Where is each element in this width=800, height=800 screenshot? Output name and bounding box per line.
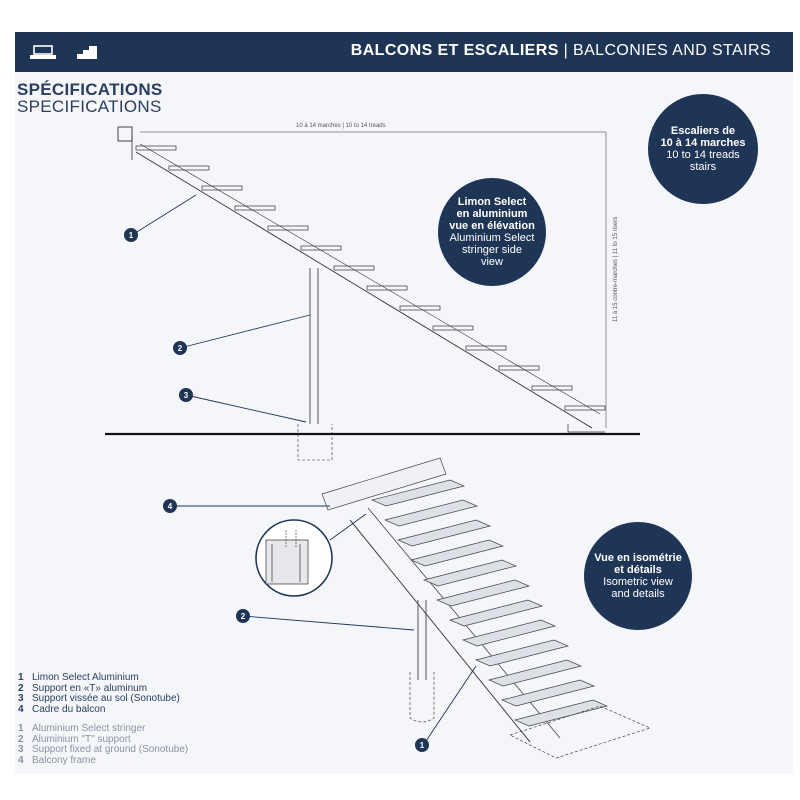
header-title: BALCONS ET ESCALIERS | BALCONIES AND STA…: [351, 42, 771, 60]
callout-3-elevation: 3: [179, 388, 193, 402]
callout-1-iso: 1: [415, 738, 429, 752]
elevation-tread: [465, 345, 507, 351]
stringer-bubble-en-1: Aluminium Select: [449, 232, 535, 244]
iso-bubble-en-1: Isometric view: [603, 576, 673, 588]
elevation-tread: [300, 245, 342, 251]
header-bar: BALCONS ET ESCALIERS | BALCONIES AND STA…: [15, 32, 793, 72]
elevation-tread: [531, 385, 573, 391]
isometric-view: [321, 457, 651, 759]
elevation-tread: [135, 145, 177, 151]
elevation-tread: [399, 305, 441, 311]
iso-bubble-fr-1: Vue en isométrie: [594, 552, 682, 564]
elevation-view: [105, 126, 640, 461]
isometric-tread: [435, 579, 531, 607]
elevation-tread: [168, 165, 210, 171]
svg-text:4: 4: [168, 502, 173, 511]
stringer-info-bubble: Limon Select en aluminium vue en élévati…: [438, 178, 546, 286]
stringer-bubble-fr-1: Limon Select: [457, 196, 527, 208]
elevation-tread: [366, 285, 408, 291]
elevation-tread: [498, 365, 540, 371]
elevation-tread: [564, 405, 606, 411]
stringer-bubble-fr-3: vue en élévation: [449, 220, 535, 232]
isometric-tread: [474, 639, 570, 667]
svg-text:3: 3: [184, 391, 189, 400]
stairs-bubble-fr-2: 10 à 14 marches: [660, 137, 746, 149]
elevation-tread: [201, 185, 243, 191]
stringer-bubble-en-3: view: [480, 256, 503, 268]
section-title-fr: SPÉCIFICATIONS: [17, 80, 163, 99]
stairs-bubble-fr-1: Escaliers de: [670, 125, 736, 137]
detail-inset: [255, 513, 367, 597]
stairs-bubble-en-2: stairs: [689, 161, 717, 173]
iso-bubble-fr-2: et détails: [614, 564, 662, 576]
isometric-tread: [396, 519, 492, 547]
stairs-info-bubble: Escaliers de 10 à 14 marches 10 to 14 tr…: [648, 94, 758, 204]
iso-bubble-en-2: and details: [611, 588, 665, 600]
isometric-info-bubble: Vue en isométrie et détails Isometric vi…: [584, 522, 692, 630]
svg-text:2: 2: [178, 344, 183, 353]
header-title-fr: BALCONS ET ESCALIERS: [350, 42, 559, 59]
callout-4-iso: 4: [163, 499, 177, 513]
vertical-dimension-label: 11 à 15 contre-marches | 11 to 15 risers: [613, 217, 619, 322]
elevation-tread: [333, 265, 375, 271]
deck-icon: [30, 45, 56, 59]
isometric-tread: [370, 479, 466, 507]
isometric-tread: [487, 659, 583, 687]
isometric-tread: [448, 599, 544, 627]
header-title-en: BALCONIES AND STAIRS: [573, 42, 771, 59]
stringer-bubble-fr-2: en aluminium: [456, 208, 528, 220]
callout-2-iso: 2: [236, 609, 250, 623]
stairs-icon: [73, 46, 97, 59]
isometric-tread: [383, 499, 479, 527]
elevation-tread: [432, 325, 474, 331]
isometric-tread: [409, 539, 505, 567]
isometric-tread: [422, 559, 518, 587]
elevation-tread: [234, 205, 276, 211]
header-separator: |: [558, 42, 574, 59]
svg-text:1: 1: [420, 741, 425, 750]
stringer-bubble-en-2: stringer side: [462, 244, 522, 256]
svg-text:2: 2: [241, 612, 246, 621]
isometric-tread: [461, 619, 557, 647]
stairs-bubble-en-1: 10 to 14 treads: [666, 149, 740, 161]
svg-text:1: 1: [129, 231, 134, 240]
section-title-en: SPECIFICATIONS: [17, 97, 162, 116]
isometric-tread: [513, 699, 609, 727]
isometric-tread: [500, 679, 596, 707]
horizontal-dimension-label: 10 à 14 marches | 10 to 14 treads: [296, 123, 386, 129]
callout-2-elevation: 2: [173, 341, 187, 355]
callout-1-elevation: 1: [124, 228, 138, 242]
elevation-tread: [267, 225, 309, 231]
